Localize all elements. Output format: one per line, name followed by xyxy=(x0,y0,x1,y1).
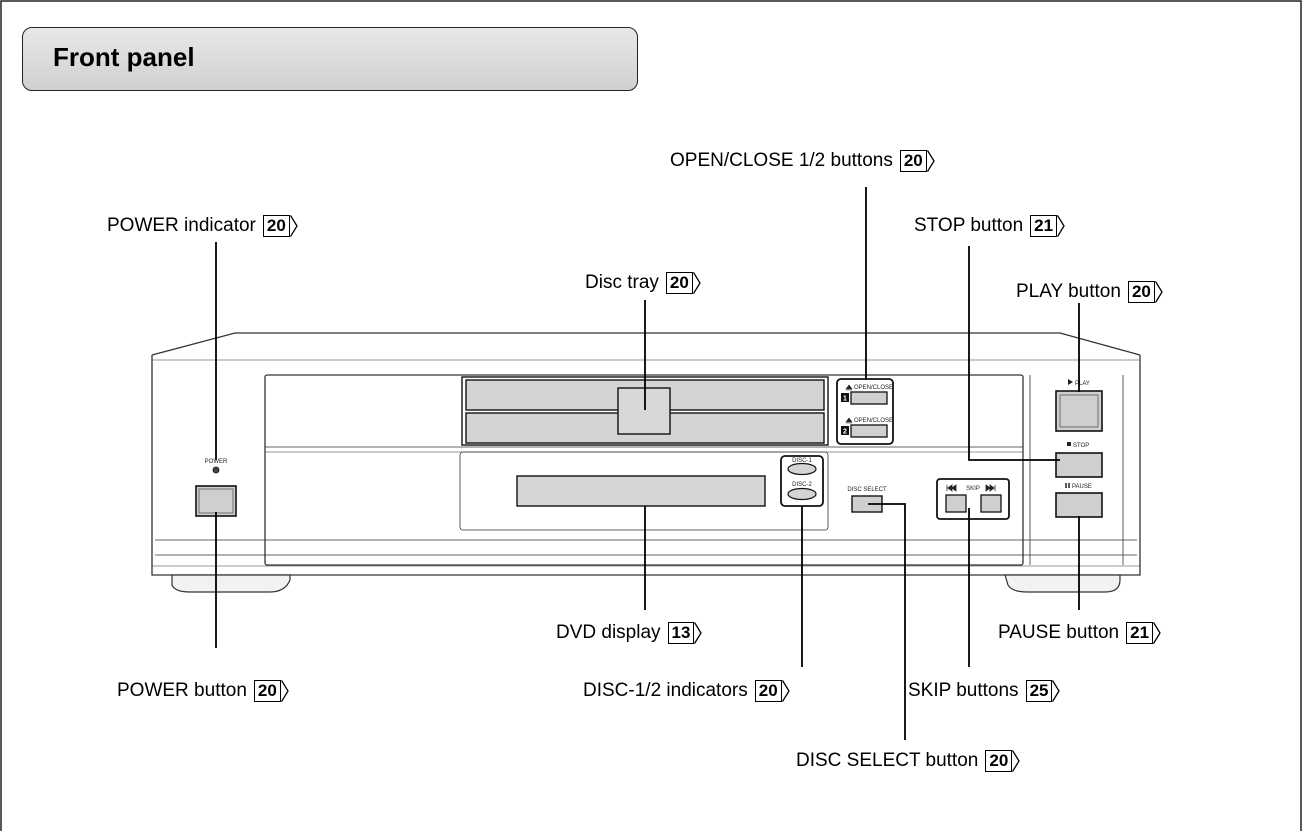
disc-select-label: DISC SELECT xyxy=(847,487,887,493)
callout-disc-indicators: DISC-1/2 indicators 20 xyxy=(583,680,790,702)
callout-label: DISC-1/2 indicators xyxy=(583,680,748,701)
page-reference[interactable]: 20 xyxy=(985,750,1021,772)
disc-2-label: DISC-2 xyxy=(792,482,812,488)
play-icon xyxy=(1068,379,1073,385)
tray-number-1-badge xyxy=(841,393,849,402)
callout-open-close: OPEN/CLOSE 1/2 buttons 20 xyxy=(670,150,935,172)
stop-button[interactable] xyxy=(1055,452,1103,478)
chevron-right-icon xyxy=(926,150,935,172)
callout-label: POWER indicator xyxy=(107,215,256,236)
callout-label: PAUSE button xyxy=(998,622,1120,643)
open-close-2-label: OPEN/CLOSE xyxy=(854,418,893,424)
open-close-1-label: OPEN/CLOSE xyxy=(854,385,893,391)
skip-label: SKIP xyxy=(966,486,980,492)
section-header: Front panel xyxy=(22,27,638,91)
power-button[interactable] xyxy=(195,485,237,517)
callout-power-indicator: POWER indicator 20 xyxy=(107,215,298,237)
chevron-right-icon xyxy=(289,215,298,237)
pause-button[interactable] xyxy=(1055,492,1103,518)
chevron-right-icon xyxy=(692,272,701,294)
page-reference[interactable]: 13 xyxy=(667,622,703,644)
eject-icon xyxy=(845,384,853,391)
dvd-display xyxy=(516,475,766,507)
callout-label: DISC SELECT button xyxy=(796,750,979,771)
callout-pause: PAUSE button 21 xyxy=(998,622,1161,644)
play-button[interactable] xyxy=(1055,390,1103,432)
callout-disc-tray: Disc tray 20 xyxy=(585,272,701,294)
callout-label: PLAY button xyxy=(1016,281,1121,302)
chevron-right-icon xyxy=(781,680,790,702)
open-close-buttons: 1 2 OPEN/CLOSE OPEN/CLOSE xyxy=(836,378,894,445)
open-close-1-button[interactable] xyxy=(850,391,888,405)
tray-number-2-text: 2 xyxy=(843,429,847,436)
tray-number-1-text: 1 xyxy=(843,396,847,403)
chevron-right-icon xyxy=(1153,622,1161,644)
open-close-2-button[interactable] xyxy=(850,424,888,438)
page-reference[interactable]: 21 xyxy=(1030,215,1065,237)
callout-play: PLAY button 20 xyxy=(1016,281,1163,303)
chevron-right-icon xyxy=(1052,680,1061,702)
callout-label: SKIP buttons xyxy=(908,680,1019,701)
transport-controls: PLAY STOP PAUSE xyxy=(1055,379,1103,518)
callout-skip: SKIP buttons 25 xyxy=(908,680,1061,702)
skip-forward-button[interactable] xyxy=(980,494,1002,513)
page-reference[interactable]: 20 xyxy=(262,215,298,237)
callout-label: STOP button xyxy=(914,215,1024,236)
page-reference[interactable]: 21 xyxy=(1126,622,1161,644)
power-controls: POWER xyxy=(195,459,237,517)
page-reference[interactable]: 20 xyxy=(1127,281,1163,303)
tray-number-2-badge xyxy=(841,426,849,435)
disc-indicators: DISC-1 DISC-2 xyxy=(780,455,824,507)
disc-select-controls: DISC SELECT xyxy=(847,487,887,513)
page-reference[interactable]: 20 xyxy=(899,150,935,172)
callout-label: DVD display xyxy=(556,622,661,643)
chevron-right-icon xyxy=(694,622,703,644)
callout-label: POWER button xyxy=(117,680,247,701)
pause-label: PAUSE xyxy=(1072,484,1092,490)
callout-disc-select: DISC SELECT button 20 xyxy=(796,750,1021,772)
eject-icon xyxy=(845,417,853,424)
callout-power-button: POWER button 20 xyxy=(117,680,289,702)
callout-label: Disc tray xyxy=(585,272,659,293)
skip-forward-icon xyxy=(985,484,996,492)
callout-dvd-display: DVD display 13 xyxy=(556,622,703,644)
callout-stop: STOP button 21 xyxy=(914,215,1065,237)
chevron-right-icon xyxy=(1012,750,1021,772)
page-reference[interactable]: 20 xyxy=(253,680,289,702)
chevron-right-icon xyxy=(280,680,289,702)
skip-back-icon xyxy=(946,484,957,492)
skip-controls: SKIP xyxy=(936,478,1010,520)
player-feet xyxy=(171,574,1121,593)
callout-label: OPEN/CLOSE 1/2 buttons xyxy=(670,150,893,171)
play-label: PLAY xyxy=(1075,381,1090,387)
disc-1-indicator xyxy=(787,462,817,476)
leader-lines xyxy=(215,187,1080,740)
stop-label: STOP xyxy=(1073,443,1089,449)
player-body xyxy=(151,332,1141,576)
skip-back-button[interactable] xyxy=(945,494,967,513)
disc-2-indicator xyxy=(787,487,817,501)
pause-icon xyxy=(1065,483,1070,488)
power-indicator-label: POWER xyxy=(205,459,228,465)
section-title: Front panel xyxy=(53,42,195,72)
page-reference[interactable]: 20 xyxy=(665,272,701,294)
power-indicator-led xyxy=(212,466,220,474)
page-reference[interactable]: 20 xyxy=(754,680,790,702)
disc-1-label: DISC-1 xyxy=(792,458,812,464)
chevron-right-icon xyxy=(1057,215,1065,237)
stop-icon xyxy=(1067,442,1071,446)
page-reference[interactable]: 25 xyxy=(1025,680,1061,702)
chevron-right-icon xyxy=(1154,281,1163,303)
